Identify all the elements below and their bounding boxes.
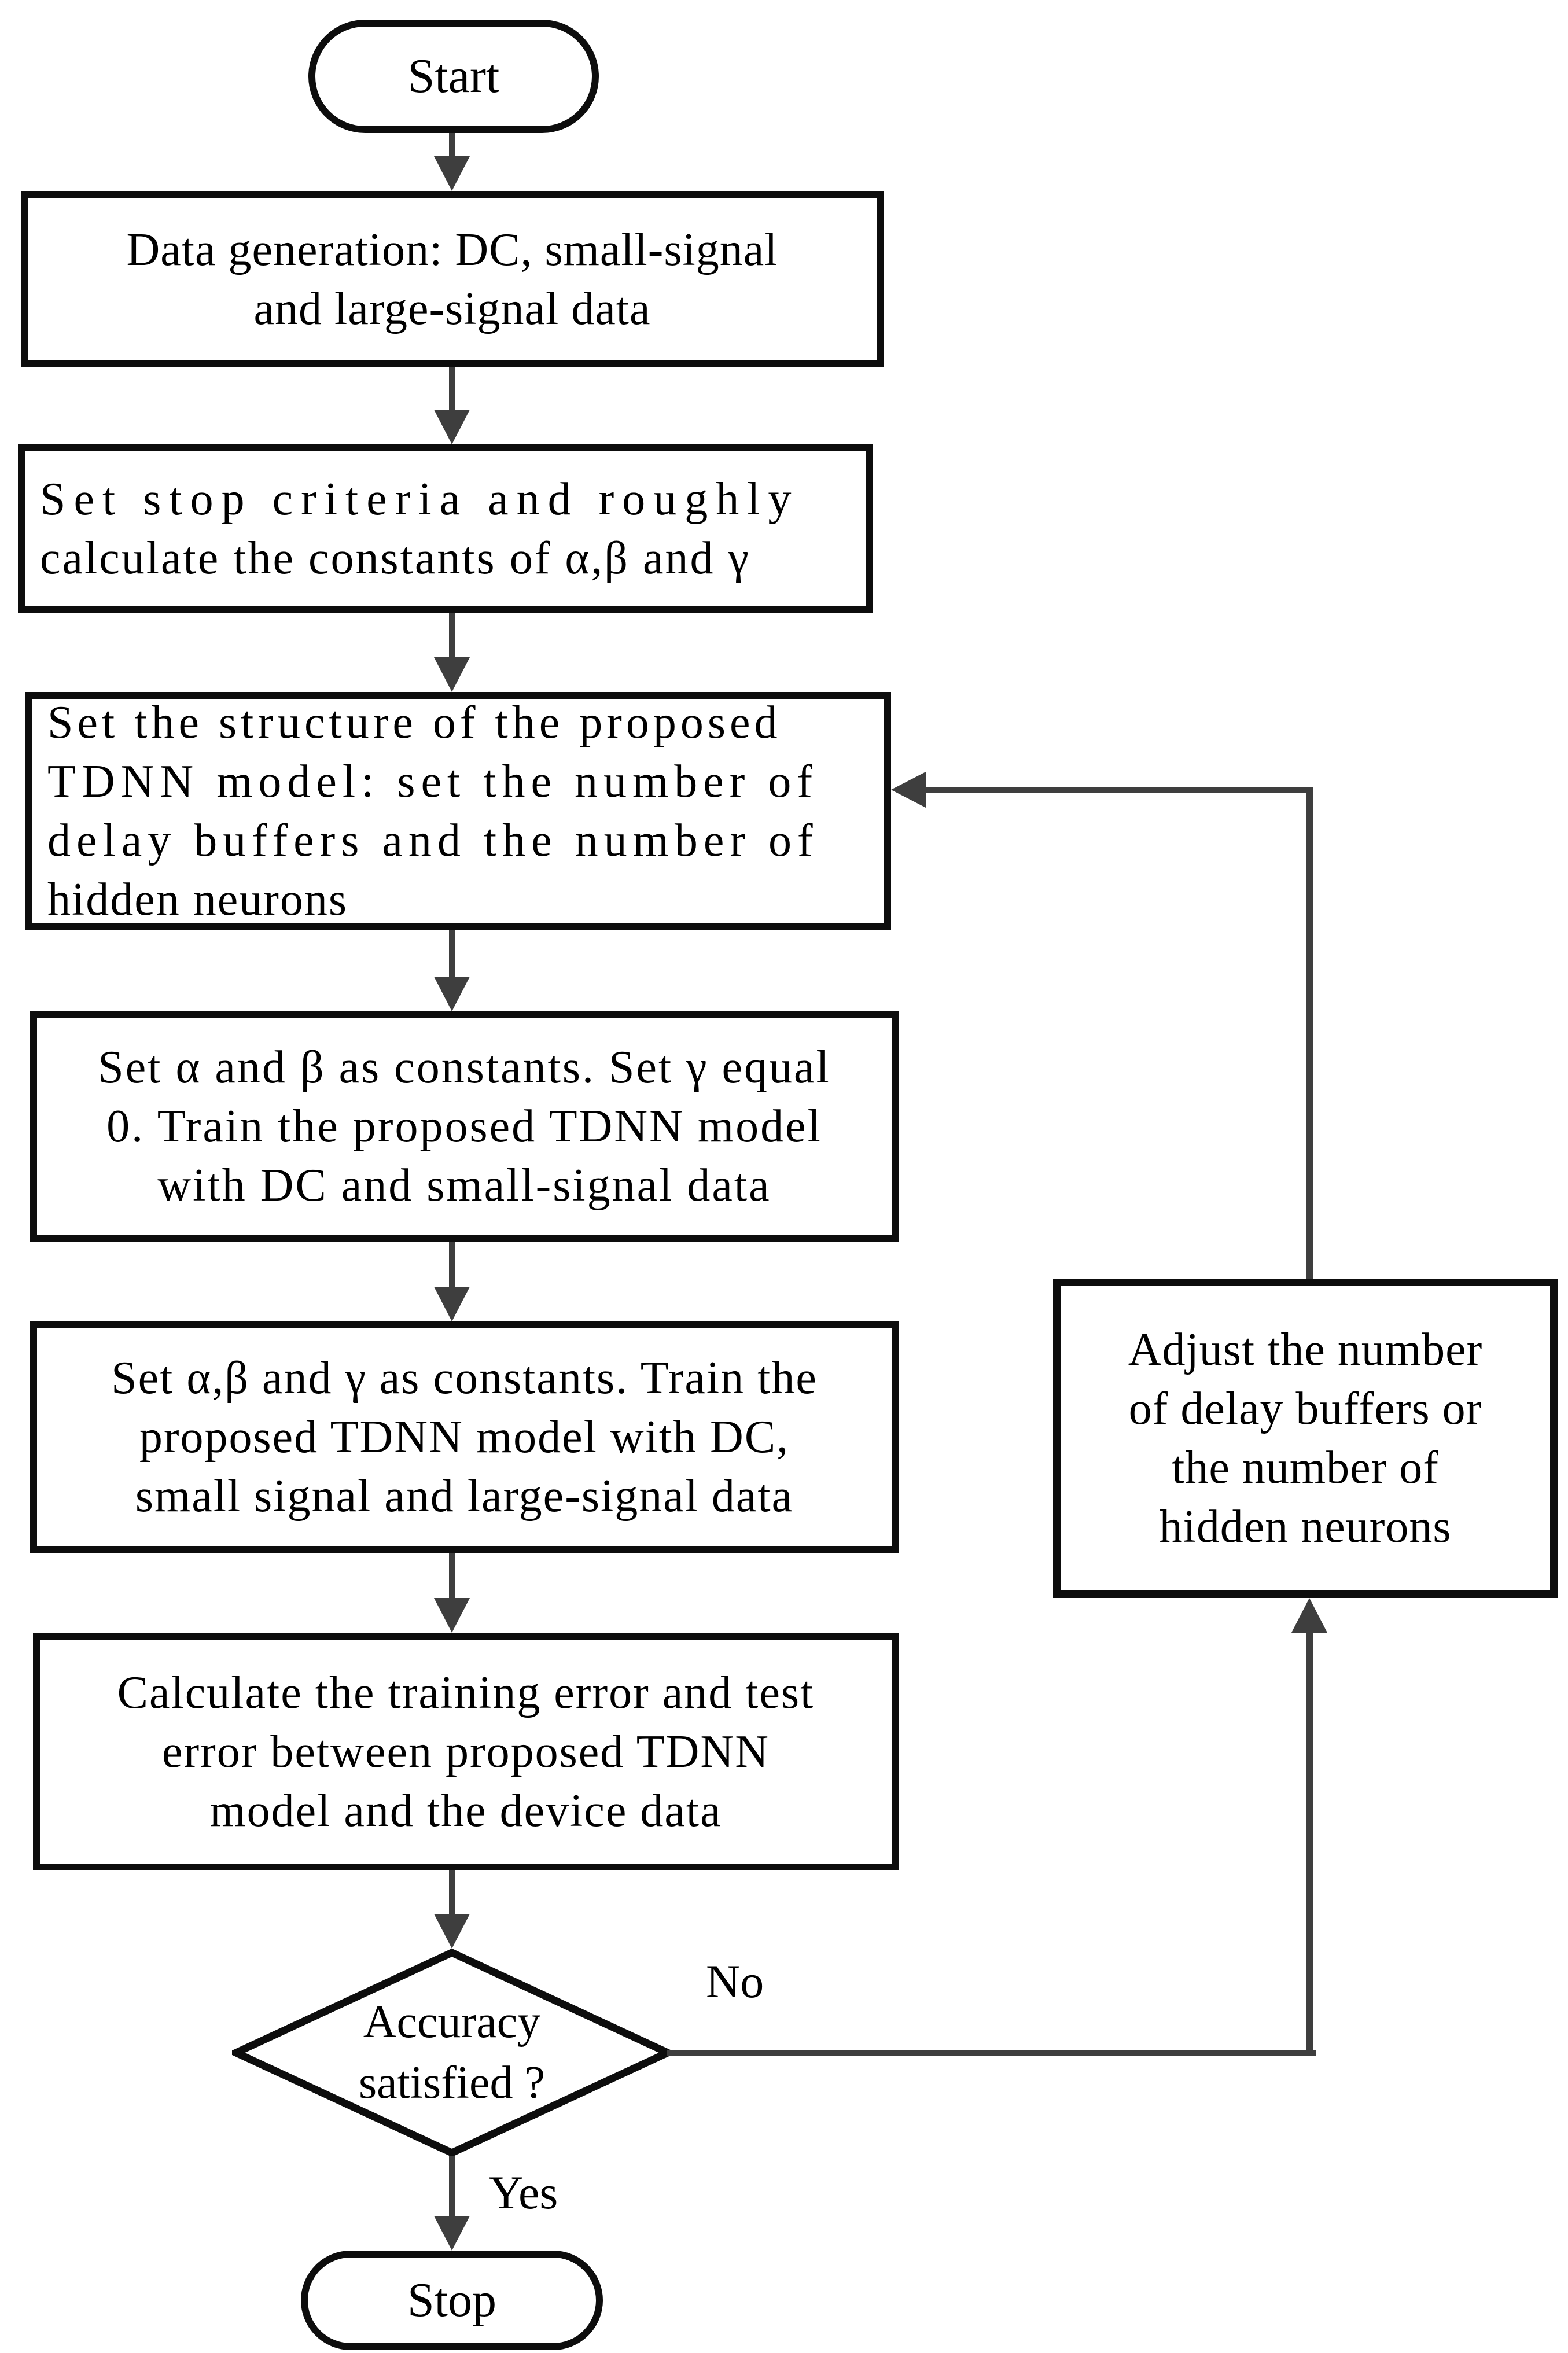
arrowhead-down-into-stop: [434, 2216, 470, 2251]
arrowhead-down-into-train-initial: [434, 977, 470, 1011]
connector-data-generation-to-stop-criteria: [449, 367, 455, 411]
stop-label: Stop: [407, 2273, 497, 2327]
text-line: hidden neurons: [47, 874, 348, 925]
connector-stop-criteria-to-set-structure: [449, 613, 455, 660]
process-adjust: Adjust the number of delay buffers or the …: [1053, 1279, 1558, 1598]
text-line: model and the device data: [209, 1785, 722, 1836]
text-line: Data generation: DC, small-signal: [126, 224, 778, 275]
connector-feedback-vertical: [1306, 787, 1313, 1279]
text-line: small signal and large-signal data: [135, 1471, 794, 1522]
process-train-full: Set α,β and γ as constants. Train the pro…: [30, 1321, 899, 1553]
connector-yes-to-stop: [449, 2156, 455, 2219]
connector-train-initial-to-train-full: [449, 1242, 455, 1288]
arrowhead-down-into-decision: [434, 1914, 470, 1949]
text-line: TDNN model: set the number of: [47, 756, 818, 807]
arrowhead-down-into-data-generation: [434, 156, 470, 191]
diamond-shape: [232, 1949, 672, 2157]
label-no: No: [706, 1955, 764, 2008]
text-line: calculate the constants of α,β and γ: [40, 533, 750, 584]
text-line: Calculate the training error and test: [117, 1667, 815, 1718]
connector-feedback-horizontal: [925, 787, 1313, 793]
text-line: the number of: [1172, 1442, 1439, 1493]
text-line: satisfied ?: [358, 2057, 546, 2108]
start-label: Start: [407, 49, 500, 103]
label-yes: Yes: [489, 2166, 558, 2219]
text-line: Set stop criteria and roughly: [40, 474, 800, 525]
connector-set-structure-to-train-initial: [449, 930, 455, 978]
text-line: and large-signal data: [253, 283, 651, 334]
process-train-initial: Set α and β as constants. Set γ equal 0. …: [30, 1011, 899, 1242]
text-line: error between proposed TDNN: [162, 1726, 770, 1777]
text-line: 0. Train the proposed TDNN model: [106, 1101, 822, 1152]
text-line: delay buffers and the number of: [47, 815, 819, 866]
text-line: proposed TDNN model with DC,: [139, 1412, 790, 1463]
text-line: Set α,β and γ as constants. Train the: [111, 1353, 818, 1404]
text-line: Accuracy: [363, 1997, 541, 2048]
decision-accuracy-text: Accuracy satisfied ?: [232, 1949, 672, 2157]
arrowhead-down-into-set-structure: [434, 657, 470, 692]
process-calc-error: Calculate the training error and test err…: [33, 1633, 899, 1870]
text-line: Adjust the number: [1128, 1324, 1483, 1375]
process-data-generation: Data generation: DC, small-signal and lar…: [21, 191, 884, 367]
arrowhead-left-into-set-structure: [891, 772, 926, 808]
connector-no-vertical-up: [1306, 1633, 1313, 2056]
arrowhead-up-into-adjust: [1291, 1598, 1327, 1633]
arrowhead-down-into-train-full: [434, 1287, 470, 1321]
process-stop-criteria: Set stop criteria and roughly calculate t…: [18, 444, 873, 613]
arrowhead-down-into-stop-criteria: [434, 410, 470, 444]
text-line: Set the structure of the proposed: [47, 697, 782, 748]
text-line: with DC and small-signal data: [157, 1160, 771, 1211]
text-line: of delay buffers or: [1128, 1383, 1482, 1434]
connector-start-to-data-generation: [449, 133, 455, 159]
connector-train-full-to-calc-error: [449, 1553, 455, 1600]
connector-calc-error-to-decision: [449, 1870, 455, 1916]
text-line: hidden neurons: [1159, 1501, 1452, 1552]
text-line: Set α and β as constants. Set γ equal: [98, 1042, 831, 1093]
arrowhead-down-into-calc-error: [434, 1598, 470, 1633]
decision-accuracy: Accuracy satisfied ?: [232, 1949, 672, 2157]
terminator-stop: Stop: [301, 2251, 603, 2350]
connector-no-horizontal: [667, 2050, 1316, 2056]
terminator-start: Start: [308, 20, 599, 133]
